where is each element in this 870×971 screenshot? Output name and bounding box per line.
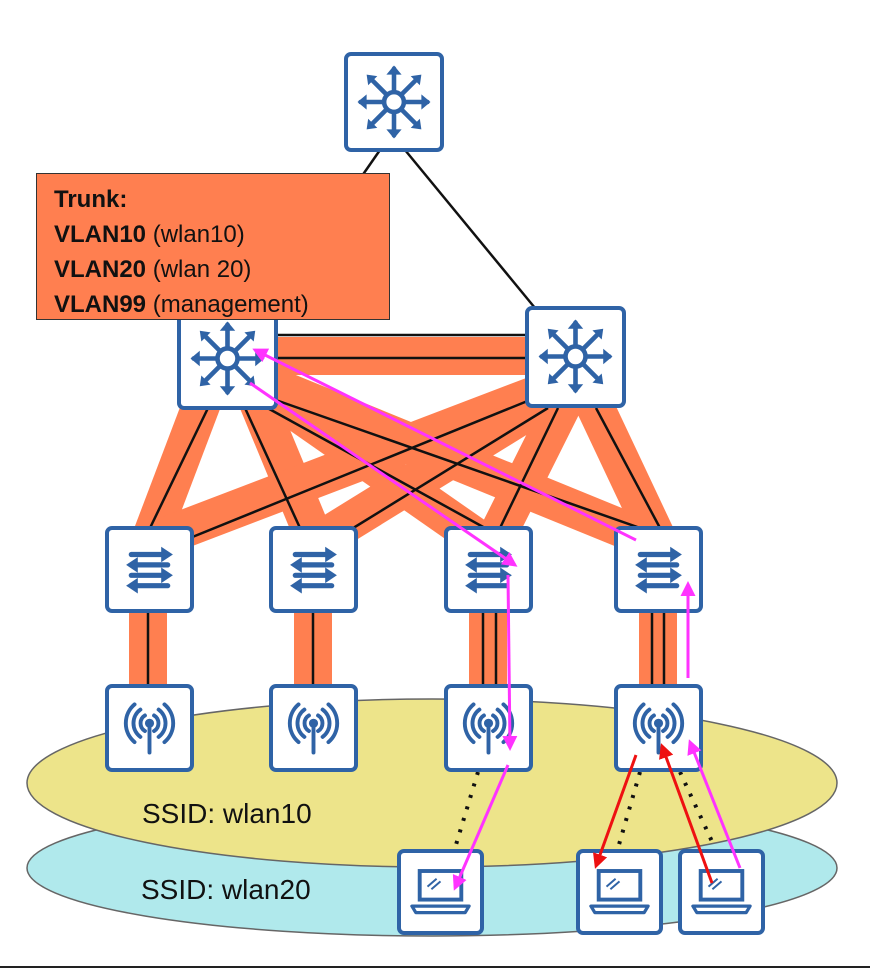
- trunk-vlan-desc: (wlan 20): [152, 256, 252, 283]
- traffic-arrow: [249, 381, 518, 567]
- traffic-arrow: [252, 348, 637, 542]
- trunk-entry: VLAN10 (wlan10): [54, 217, 389, 252]
- traffic-arrow: [452, 764, 510, 891]
- trunk-entry: VLAN20 (wlan 20): [54, 252, 389, 287]
- trunk-vlan-id: VLAN99: [54, 291, 147, 318]
- access-switch-3: [444, 526, 533, 613]
- access-switch-4: [614, 526, 703, 613]
- links: [146, 149, 666, 686]
- ssid-wlan10-label: SSID: wlan10: [142, 798, 312, 829]
- laptop-icon: [588, 869, 651, 915]
- distribution-switch-2: [525, 306, 626, 408]
- bottom-divider: [0, 966, 870, 968]
- access-point-4: [614, 684, 703, 772]
- laptop-2: [576, 849, 663, 935]
- trunk-note-title: Trunk:: [54, 186, 128, 213]
- distribution-switch-1: [177, 306, 278, 410]
- wireless-links: [453, 771, 717, 849]
- trunk-vlan-id: VLAN20: [54, 256, 147, 283]
- laptop-1: [397, 849, 484, 935]
- core-switch: [344, 52, 444, 152]
- traffic-arrow: [593, 754, 638, 869]
- access-switch-1: [105, 526, 194, 613]
- ssid-wlan20-label: SSID: wlan20: [141, 874, 311, 905]
- access-switch-2: [269, 526, 358, 613]
- laptop-icon: [690, 869, 753, 915]
- multilayer-switch-icon: [358, 66, 431, 139]
- traffic-arrow: [687, 739, 742, 869]
- access-point-2: [269, 684, 358, 772]
- traffic-vlan20-path: [593, 743, 714, 884]
- trunk-vlan-id: VLAN10: [54, 221, 147, 248]
- trunk-entry: VLAN99 (management): [54, 287, 389, 322]
- multilayer-switch-icon: [539, 320, 613, 394]
- access-point-1: [105, 684, 194, 772]
- trunk-note: Trunk: VLAN10 (wlan10) VLAN20 (wlan 20) …: [36, 173, 390, 320]
- laptop-3: [678, 849, 765, 935]
- trunk-vlan-desc: (wlan10): [152, 221, 245, 248]
- traffic-arrow: [659, 743, 714, 884]
- traffic-arrow: [502, 574, 518, 751]
- traffic-vlan10-path: [249, 348, 742, 891]
- access-point-3: [444, 684, 533, 772]
- trunk-vlan-desc: (management): [152, 291, 309, 318]
